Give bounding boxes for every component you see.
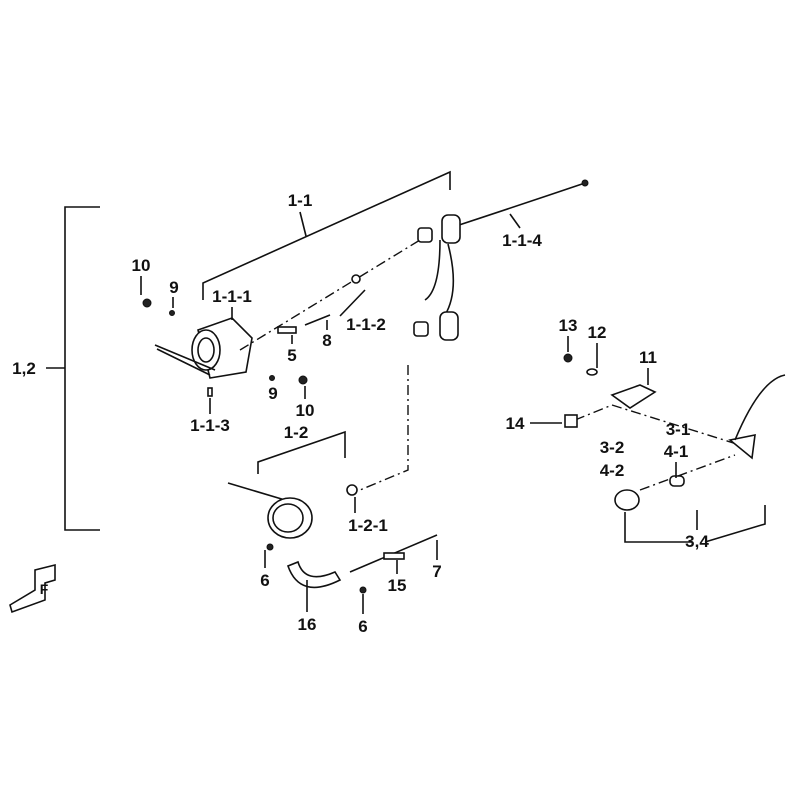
bracket-1-2-sub [257, 430, 346, 474]
svg-text:F: F [40, 581, 49, 597]
label-1-2: 1-2 [284, 423, 309, 442]
socket-1-2-1 [346, 484, 358, 496]
bracket-3-4 [624, 505, 766, 543]
nut-13 [563, 353, 573, 363]
bulb-1-1-2 [351, 274, 361, 284]
washer-9b [269, 375, 275, 381]
bracket-11 [610, 384, 657, 409]
label-4-1: 4-1 [664, 442, 689, 461]
screw-1-1-3 [207, 387, 213, 397]
label-3-4: 3,4 [685, 532, 709, 551]
leader-lines [140, 213, 677, 614]
front-direction-indicator: F [9, 563, 56, 614]
bulb-4-1 [669, 475, 685, 487]
label-7: 7 [432, 562, 441, 581]
label-1-2-group: 1,2 [12, 359, 36, 378]
label-6: 6 [260, 571, 269, 590]
label-8: 8 [322, 331, 331, 350]
spring-5 [277, 326, 297, 334]
bracket-1-2 [46, 206, 100, 531]
bolt-10 [142, 298, 152, 308]
spring-15 [383, 552, 405, 560]
screw-6a [266, 543, 274, 551]
small-parts [142, 274, 786, 594]
washer-9 [169, 310, 175, 316]
label-3-2: 3-2 [600, 438, 625, 457]
bolt-10b [298, 375, 308, 385]
label-12: 12 [588, 323, 607, 342]
headlight-assembly [154, 317, 253, 379]
label-9b: 9 [268, 384, 277, 403]
label-16: 16 [298, 615, 317, 634]
part-labels: 1-1 1-1-4 10 9 1-1-1 1-1-2 5 8 1,2 9 10 … [12, 191, 709, 636]
label-1-1-1: 1-1-1 [212, 287, 252, 306]
label-4-2: 4-2 [600, 461, 625, 480]
label-1-1-4: 1-1-4 [502, 231, 542, 250]
label-9: 9 [169, 278, 178, 297]
label-6b: 6 [358, 617, 367, 636]
bolt-14 [564, 414, 578, 428]
screw-6b [359, 586, 367, 594]
bracket-1-1 [202, 170, 451, 300]
lens-3-2 [614, 489, 640, 511]
label-14: 14 [506, 414, 525, 433]
washer-12 [586, 368, 598, 376]
screw-8 [304, 314, 331, 326]
label-11: 11 [639, 348, 657, 367]
label-1-1: 1-1 [288, 191, 313, 210]
label-10b: 10 [296, 401, 315, 420]
fog-lamp-1-2 [227, 482, 342, 589]
label-5: 5 [287, 346, 296, 365]
label-1-2-1: 1-2-1 [348, 516, 388, 535]
label-10: 10 [132, 256, 151, 275]
cover-16 [286, 560, 342, 589]
wiring-harness [413, 179, 589, 341]
label-1-1-3: 1-1-3 [190, 416, 230, 435]
side-light-3-1 [728, 433, 756, 460]
label-13: 13 [559, 316, 578, 335]
label-1-1-2: 1-1-2 [346, 315, 386, 334]
label-3-1: 3-1 [666, 420, 691, 439]
label-15: 15 [388, 576, 407, 595]
